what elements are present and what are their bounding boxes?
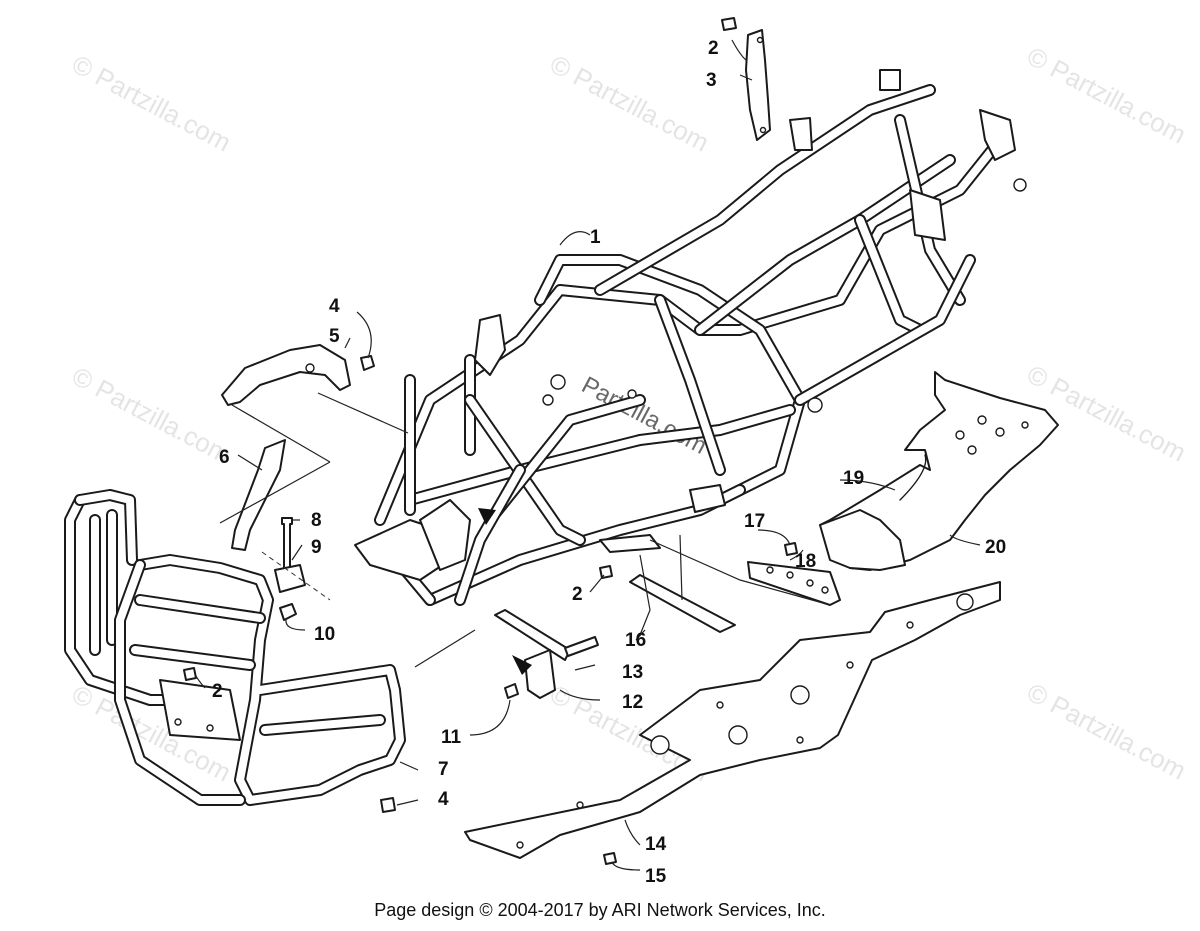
skid-plate-part: [464, 581, 1001, 859]
mounting-plate-part: [747, 561, 841, 606]
watermark-mid-left: © Partzilla.com: [67, 361, 236, 470]
callout-2-top: 2: [708, 38, 719, 59]
support-strut-part: [231, 439, 286, 551]
main-frame-part: [354, 69, 1027, 606]
support-bracket-part: [819, 454, 927, 571]
watermark-top-left: © Partzilla.com: [67, 49, 236, 158]
watermark-top-center: © Partzilla.com: [545, 49, 714, 158]
callout-9: 9: [311, 537, 322, 558]
callout-16: 16: [625, 630, 646, 651]
callout-14: 14: [645, 834, 667, 855]
callout-8: 8: [311, 510, 322, 531]
callout-20: 20: [985, 537, 1006, 558]
hardware-group: [183, 17, 798, 865]
side-bracket-part: [221, 344, 351, 406]
callout-10: 10: [314, 624, 335, 645]
callout-18: 18: [795, 551, 816, 572]
callout-5: 5: [329, 326, 340, 347]
pad-part: [629, 574, 736, 633]
callout-3: 3: [706, 70, 717, 91]
callout-19: 19: [843, 468, 864, 489]
front-bumper-part: [64, 489, 406, 806]
callout-15: 15: [645, 866, 667, 887]
watermark-top-right: © Partzilla.com: [1022, 41, 1191, 150]
callout-7: 7: [438, 759, 449, 780]
watermark-bottom-right: © Partzilla.com: [1022, 677, 1191, 786]
callout-4-bottom: 4: [438, 789, 449, 810]
callout-11: 11: [441, 727, 462, 748]
callout-17: 17: [744, 511, 765, 532]
callout-4-top: 4: [329, 296, 340, 317]
strap-part: [745, 29, 771, 141]
callout-2-mid: 2: [572, 584, 583, 605]
callout-2-left: 2: [212, 681, 223, 702]
page-footer: Page design © 2004-2017 by ARI Network S…: [374, 900, 826, 920]
callout-1: 1: [590, 227, 601, 248]
callout-6: 6: [219, 447, 230, 468]
callout-labels: 1 2 3 4 5 6 8 9 10 2 16 17 18 19 20 13 1…: [212, 38, 1006, 887]
callout-12: 12: [622, 692, 643, 713]
callout-13: 13: [622, 662, 643, 683]
leader-lines: [195, 39, 981, 871]
